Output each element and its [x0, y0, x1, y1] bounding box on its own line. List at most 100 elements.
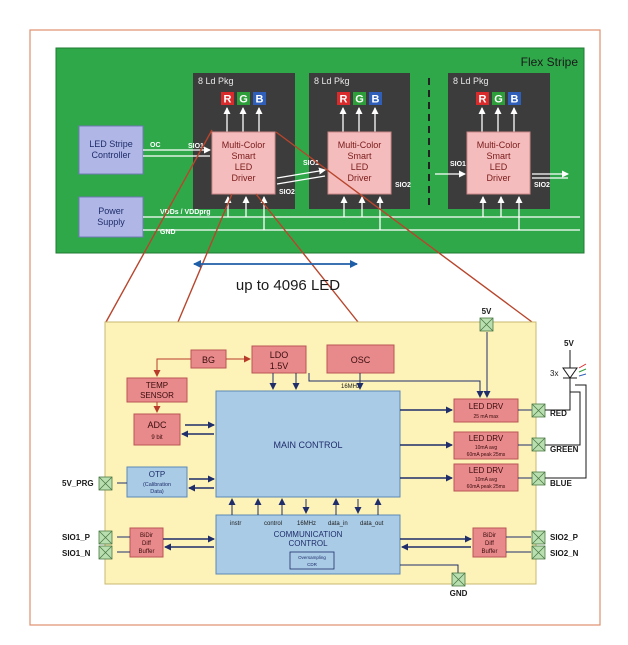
adc-block: ADC 9 bit [133, 413, 181, 446]
led-driver-1: Multi-Color Smart LED Driver [211, 131, 276, 195]
led-green-3 [492, 92, 505, 105]
svg-text:Controller: Controller [91, 150, 130, 160]
led-drv-blue: LED DRV 10mA avg 60mA peak 25ms [453, 463, 519, 492]
svg-text:LED DRV: LED DRV [469, 402, 504, 411]
package-label: 8 Ld Pkg [198, 76, 234, 86]
svg-text:BiDir: BiDir [140, 533, 153, 539]
svg-text:Diff: Diff [485, 541, 494, 547]
svg-text:1.5V: 1.5V [270, 361, 289, 371]
svg-text:OTP: OTP [149, 470, 165, 479]
oscillator-block: OSC [326, 344, 395, 374]
communication-control-block: COMMUNICATION CONTROL Oversampling CDR [215, 514, 401, 575]
pin-blue-label: BLUE [550, 479, 572, 488]
svg-text:Buffer: Buffer [482, 549, 498, 555]
zoom-callout-lines [105, 129, 533, 323]
flex-stripe-title: Flex Stripe [521, 55, 579, 69]
svg-text:LED DRV: LED DRV [469, 434, 504, 443]
bus-data-out-label: data_out [360, 521, 384, 527]
led-g-label: G [494, 94, 503, 106]
led-r-label: R [340, 94, 348, 106]
pin-sio1-p [98, 530, 113, 545]
power-wiring [153, 355, 251, 413]
otp-block: OTP (Calibration Data) [126, 466, 188, 498]
pin-sio2-n [531, 545, 546, 560]
pin-red-label: RED [550, 409, 567, 418]
page-frame [29, 29, 601, 626]
svg-text:LED DRV: LED DRV [469, 466, 504, 475]
sio1-label: SIO1 [450, 161, 466, 168]
temp-sensor-block: TEMP SENSOR [126, 377, 188, 403]
svg-text:LED: LED [235, 162, 253, 172]
ldo-block: LDO 1.5V [251, 345, 307, 374]
svg-text:SENSOR: SENSOR [140, 391, 174, 400]
svg-text:Multi-Color: Multi-Color [338, 140, 382, 150]
sio1-label: SIO1 [303, 160, 319, 167]
svg-text:60mA peak 25ms: 60mA peak 25ms [467, 452, 506, 458]
led-driver-3: Multi-Color Smart LED Driver [466, 131, 531, 195]
bidir-buffer-left: BiDir Diff Buffer [129, 527, 164, 558]
led-drv-red: LED DRV 25 mA max [453, 398, 519, 423]
clock-16mhz-label: 16MHz [341, 384, 360, 390]
led-supply-label: 5V [564, 339, 574, 348]
bus-data-in-label: data_in [328, 521, 348, 527]
sio1-label: SIO1 [188, 143, 204, 150]
vdd-label: VDDs / VDDprg [160, 209, 211, 216]
pin-sio2-p-label: SIO2_P [550, 533, 579, 542]
svg-text:9 bit: 9 bit [151, 435, 163, 441]
bus-instr-label: instr [230, 521, 241, 527]
package-label: 8 Ld Pkg [314, 76, 350, 86]
bus-control-label: control [264, 521, 282, 527]
pin-sio2-n-label: SIO2_N [550, 549, 579, 558]
led-drv-green: LED DRV 10mA avg 60mA peak 25ms [453, 431, 519, 460]
svg-text:ADC: ADC [147, 420, 167, 430]
led-b-label: B [511, 94, 519, 106]
main-control-block: MAIN CONTROL [215, 390, 401, 498]
svg-text:Driver: Driver [232, 173, 256, 183]
sio2-label: SIO2 [279, 189, 295, 196]
svg-text:LED Stripe: LED Stripe [89, 139, 133, 149]
svg-text:LED: LED [490, 162, 508, 172]
svg-text:10mA avg: 10mA avg [475, 477, 497, 483]
svg-text:Buffer: Buffer [139, 549, 155, 555]
gnd-label: GND [160, 229, 176, 236]
pin-sio1-n [98, 545, 113, 560]
led-red-1 [221, 92, 234, 105]
svg-text:Oversampling: Oversampling [298, 555, 326, 560]
led-green-2 [353, 92, 366, 105]
pin-5v-label: 5V [482, 307, 492, 316]
svg-text:Driver: Driver [348, 173, 372, 183]
oc-label: OC [150, 142, 161, 149]
svg-text:Supply: Supply [97, 217, 125, 227]
pin-green [531, 437, 546, 452]
svg-text:Smart: Smart [486, 151, 511, 161]
led-blue-2 [369, 92, 382, 105]
svg-text:60mA peak 25ms: 60mA peak 25ms [467, 484, 506, 490]
svg-text:TEMP: TEMP [146, 381, 168, 390]
power-supply: Power Supply [78, 196, 144, 238]
led-red-2 [337, 92, 350, 105]
svg-text:BG: BG [202, 355, 215, 365]
pin-5v-top [479, 317, 494, 332]
led-b-label: B [372, 94, 380, 106]
svg-text:Power: Power [98, 206, 124, 216]
svg-text:Smart: Smart [347, 151, 372, 161]
pin-5v-prg [98, 476, 113, 491]
led-green-1 [237, 92, 250, 105]
pin-blue [531, 471, 546, 486]
package-label: 8 Ld Pkg [453, 76, 489, 86]
pin-5v-prg-label: 5V_PRG [62, 479, 94, 488]
svg-text:(Calibration: (Calibration [143, 482, 171, 488]
svg-text:CDR: CDR [307, 562, 317, 567]
bandgap-block: BG [190, 349, 227, 369]
span-label: up to 4096 LED [236, 277, 340, 294]
svg-text:COMMUNICATION: COMMUNICATION [274, 530, 343, 539]
svg-text:LED: LED [351, 162, 369, 172]
led-b-label: B [256, 94, 264, 106]
led-red-3 [476, 92, 489, 105]
svg-text:Smart: Smart [231, 151, 256, 161]
pin-sio1-n-label: SIO1_N [62, 549, 91, 558]
svg-text:Multi-Color: Multi-Color [222, 140, 266, 150]
sio2-label: SIO2 [534, 182, 550, 189]
